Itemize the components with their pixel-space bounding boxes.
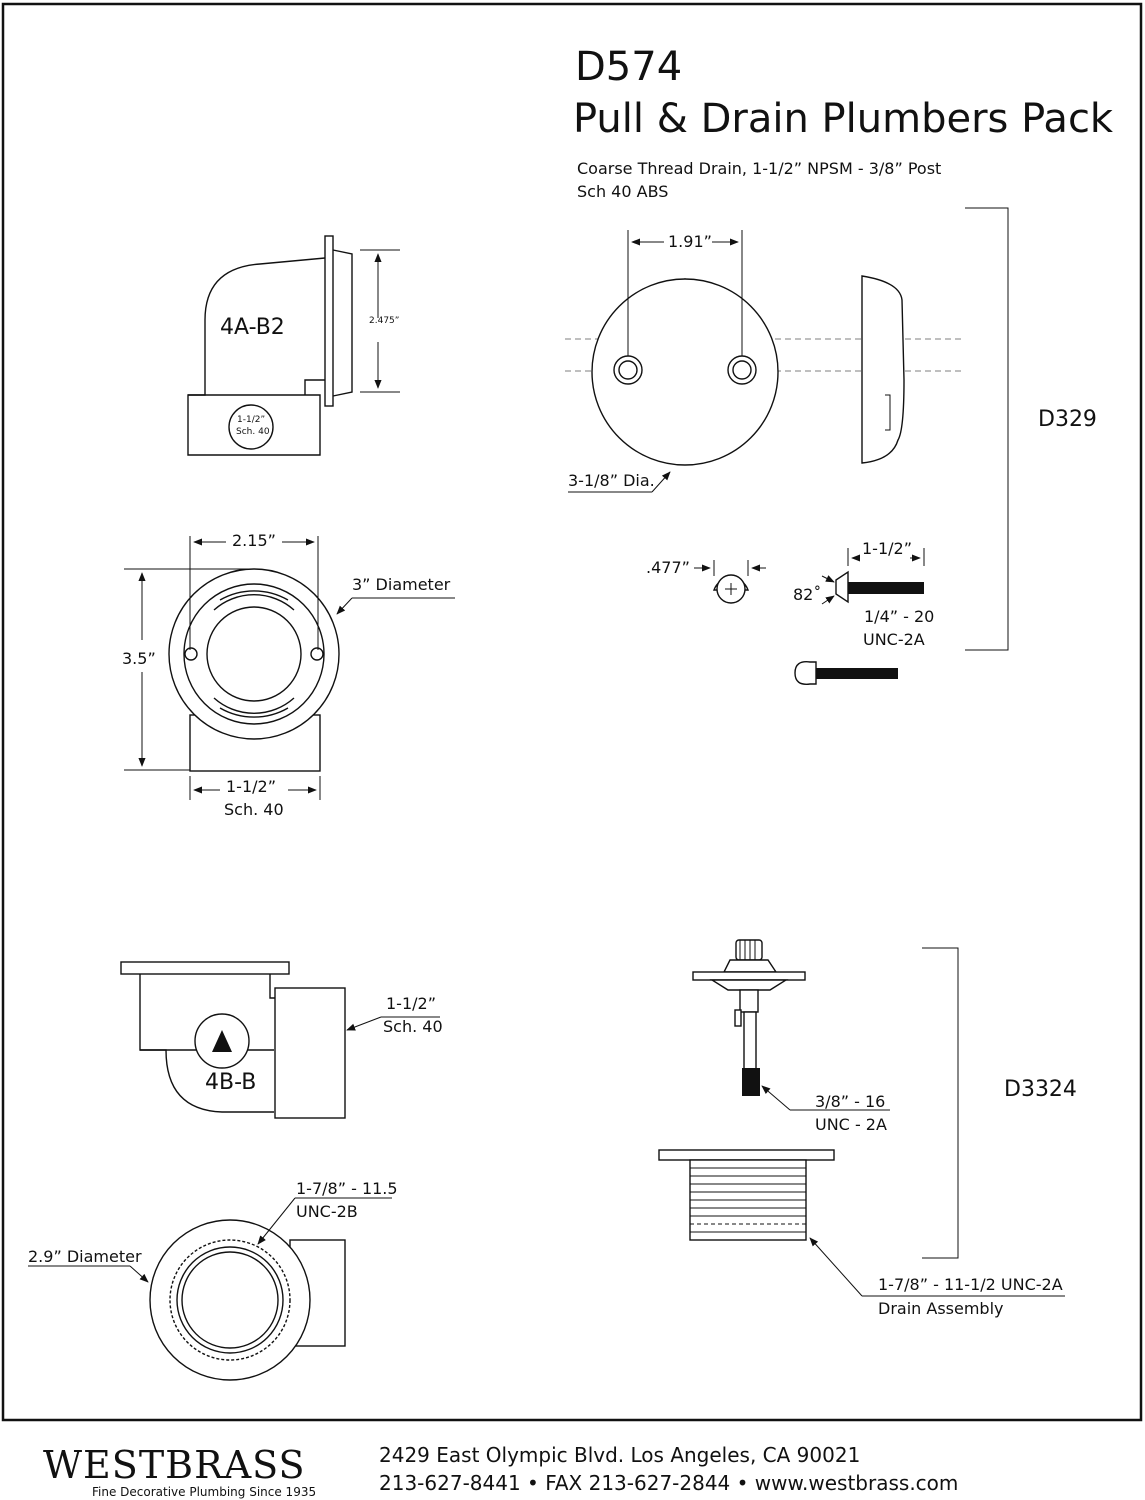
d3324-drain-assembly: Drain Assembly [878,1299,1004,1318]
front-height-dim: 3.5” [122,649,156,668]
d329-plate-diameter: 3-1/8” Dia. [568,471,655,490]
end-view-thread-class: UNC-2B [296,1202,358,1221]
d329-hole-spacing: 1.91” [668,232,712,251]
spec-line-2: Sch 40 ABS [577,182,668,201]
elbow-4ab2-label: 4A-B2 [220,315,285,340]
elbow-port-size: 1-1/2” [237,415,265,425]
d3324-drain-thread: 1-7/8” - 11-1/2 UNC-2A [878,1275,1063,1294]
header: D574 Pull & Drain Plumbers Pack Coarse T… [573,44,1114,201]
model-number: D574 [575,44,682,90]
end-view-diameter-label: 2.9” Diameter [28,1247,142,1266]
d329-screw-thread: 1/4” - 20 [864,607,934,626]
drain-thread-lines [690,1167,806,1233]
company-contact: 213-627-8441 • FAX 213-627-2844 • www.we… [379,1471,958,1495]
d3324-stem-thread: 3/8” - 16 [815,1092,885,1111]
company-address: 2429 East Olympic Blvd. Los Angeles, CA … [379,1443,860,1467]
drain-elbow-4bb-drawing: 4B-B 1-1/2” Sch. 40 [120,961,443,1119]
elbow-height-dim: 2.475” [369,316,399,326]
d3324-drawing: D3324 3/8” - 16 UNC - 2A 1-7/8” - 11-1/2… [658,939,1077,1318]
d329-screw-head: .477” [646,558,690,577]
d329-label: D329 [1038,407,1097,432]
front-pipe-schedule: Sch. 40 [224,800,284,819]
d329-screw-angle: 82˚ [793,585,821,604]
brand-logo: WESTBRASS [43,1443,306,1487]
end-view-thread-size: 1-7/8” - 11.5 [296,1179,398,1198]
sheet-border [1,2,1143,1422]
spec-line-1: Coarse Thread Drain, 1-1/2” NPSM - 3/8” … [577,159,941,178]
d3324-stem-thread-class: UNC - 2A [815,1115,887,1134]
d3324-label: D3324 [1004,1077,1077,1102]
brand-tagline: Fine Decorative Plumbing Since 1935 [92,1485,316,1499]
front-pipe-size: 1-1/2” [226,777,276,796]
d329-screw-thread-class: UNC-2A [863,630,925,649]
front-diameter-label: 3” Diameter [352,575,451,594]
drain-elbow-4bb-label: 4B-B [205,1070,256,1095]
drain-elbow-pipe-schedule: Sch. 40 [383,1017,443,1036]
product-title: Pull & Drain Plumbers Pack [573,96,1114,142]
drain-end-view-drawing: 1-7/8” - 11.5 UNC-2B 2.9” Diameter [28,1179,398,1381]
elbow-port-schedule: Sch. 40 [236,427,270,437]
footer: WESTBRASS Fine Decorative Plumbing Since… [43,1443,958,1499]
overflow-front-drawing: 2.15” 3” Diameter 3.5” 1-1/2” Sch. 40 [122,531,455,819]
elbow-4ab2-drawing: 4A-B2 2.475” 1-1/2” Sch. 40 [187,235,400,456]
d329-screw-length: 1-1/2” [862,539,912,558]
front-width-dim: 2.15” [232,531,276,550]
d329-drawing: D329 1.91” 3-1/8” Dia. .477” 1-1/2” 82˚ … [565,207,1097,685]
drain-elbow-pipe-size: 1-1/2” [386,994,436,1013]
